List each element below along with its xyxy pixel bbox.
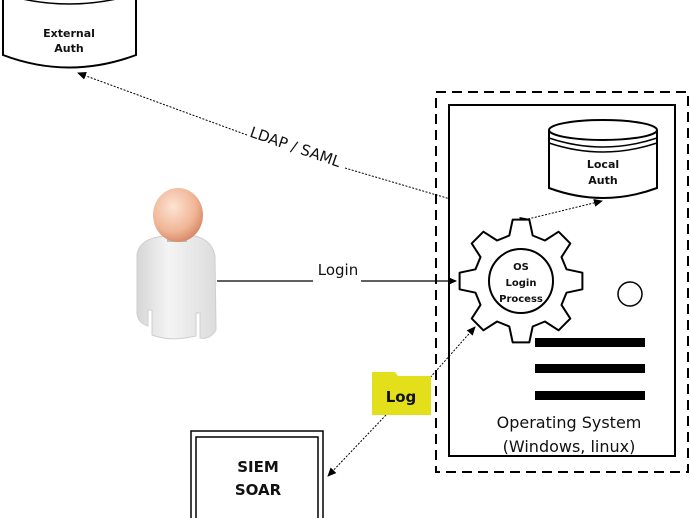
log-to-siem-edge [327, 414, 387, 477]
siem-label: SIEM [237, 458, 279, 476]
log-label: Log [386, 388, 417, 406]
local-auth-label-1: Local [587, 158, 619, 171]
gear-icon: OS Login Process [458, 218, 584, 344]
os-login-label-3: Process [499, 294, 543, 305]
login-edge: Login [217, 261, 457, 285]
os-login-label-1: OS [513, 262, 529, 273]
external-auth-database: External Auth [1, 0, 137, 69]
power-button-icon [617, 281, 643, 307]
external-auth-label-2: Auth [54, 42, 83, 55]
log-to-os-edge [427, 326, 476, 381]
local-auth-label-2: Auth [588, 174, 617, 187]
os-bar-1 [535, 338, 645, 347]
os-bar-2 [535, 364, 645, 373]
os-login-label-2: Login [506, 278, 537, 289]
user-icon [136, 188, 217, 340]
login-label: Login [318, 261, 358, 279]
local-auth-edge [519, 199, 603, 225]
external-auth-label-1: External [43, 27, 95, 40]
os-label-2: (Windows, linux) [503, 437, 636, 456]
os-label-1: Operating System [497, 413, 642, 432]
siem-soar-box: SIEM SOAR [190, 430, 324, 518]
soar-label: SOAR [235, 481, 282, 499]
local-auth-database: Local Auth [548, 119, 658, 199]
host-boundary [435, 91, 689, 473]
os-bar-3 [535, 391, 645, 400]
ldap-saml-label: LDAP / SAML [248, 123, 344, 171]
log-folder-icon: Log [372, 372, 431, 415]
